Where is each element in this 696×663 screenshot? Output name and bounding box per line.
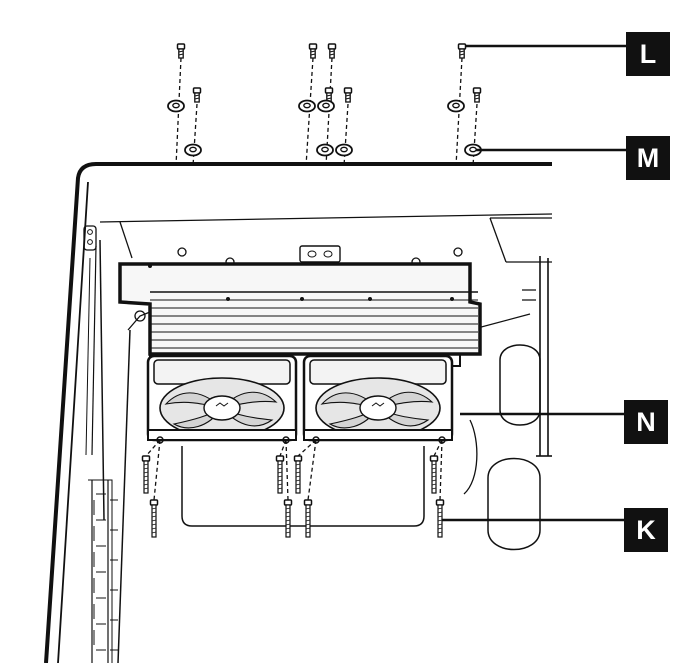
callout-l: L [626,32,670,76]
callout-n: N [624,400,668,444]
fan-right [302,354,454,442]
fan-icon [156,436,446,444]
screw-icon [176,43,482,103]
washer-icon [167,99,482,157]
callout-m: M [626,136,670,180]
pcie-slots [88,479,118,663]
callout-k: K [624,508,668,552]
chassis [44,162,553,663]
guide-lines-bottom [145,439,443,501]
radiator-icon [118,262,482,367]
callout-leaders [442,44,626,522]
fan-left [146,354,298,442]
